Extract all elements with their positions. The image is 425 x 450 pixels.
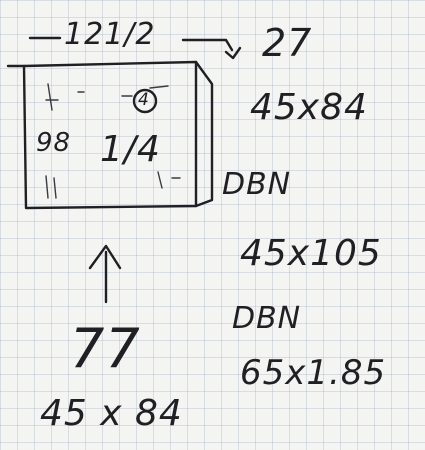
inner-dashes [77, 85, 181, 189]
top-dimension-label: 121/2 [64, 17, 156, 52]
bottom-number: 77 [70, 317, 141, 380]
circled-mark-label: 4 [138, 90, 150, 110]
right-code-2: DBN [232, 301, 302, 336]
up-arrow-head [88, 244, 122, 270]
box-depth-edge [194, 60, 214, 208]
right-size-2: 45x105 [240, 233, 382, 274]
inner-mark-top-left [45, 83, 59, 111]
top-dimension-arrow-head [224, 46, 242, 60]
right-size-1: 45x84 [250, 87, 368, 128]
top-right-number: 27 [262, 21, 313, 65]
circled-mark-ring [132, 88, 158, 114]
fraction-label: 1/4 [100, 129, 161, 170]
inner-mark-bottom-left [45, 175, 57, 199]
bottom-size-label: 45 x 84 [40, 393, 183, 434]
right-size-3: 65x1.85 [240, 353, 387, 393]
top-dimension-line-right [181, 38, 234, 52]
side-dimension-label: 98 [36, 128, 72, 158]
right-code-1: DBN [222, 167, 292, 202]
